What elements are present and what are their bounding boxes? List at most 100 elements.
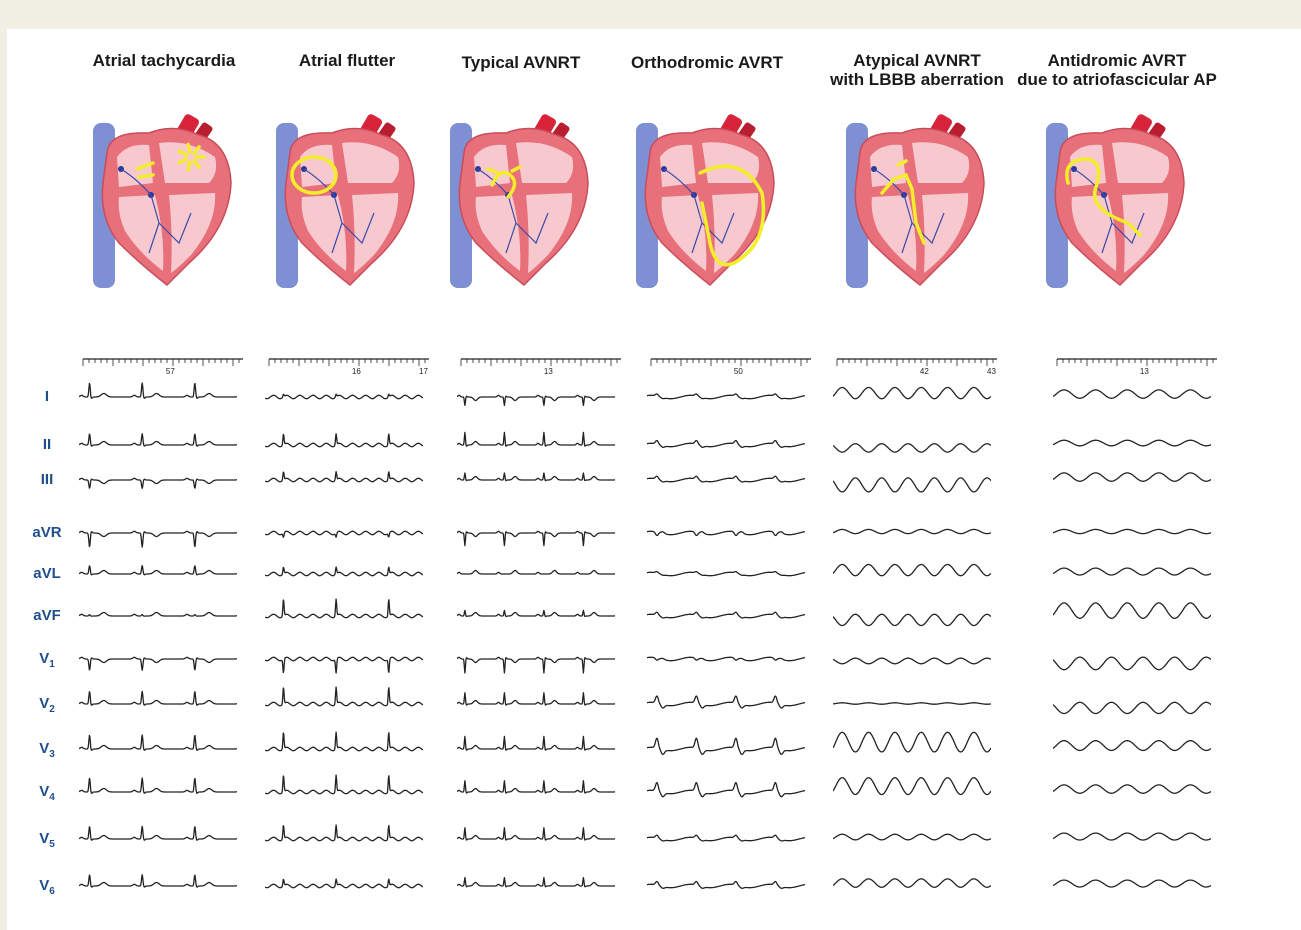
lead-subscript: 1	[49, 659, 55, 670]
ecg-trace	[833, 684, 991, 724]
ecg-trace	[265, 460, 423, 500]
ecg-trace	[1053, 684, 1211, 724]
lead-label: II	[7, 436, 87, 453]
ecg-trace	[1053, 460, 1211, 500]
ecg-trace	[265, 425, 423, 465]
ecg-trace	[79, 684, 237, 724]
lead-label: aVL	[7, 565, 87, 582]
ecg-trace	[833, 554, 991, 594]
ecg-trace	[647, 819, 805, 859]
ecg-trace	[79, 596, 237, 636]
lead-name: III	[41, 471, 54, 488]
lead-subscript: 5	[49, 839, 55, 850]
lead-name: I	[45, 388, 49, 405]
heart-diagram	[79, 113, 249, 303]
lead-label: V2	[7, 695, 87, 715]
lead-name: V	[39, 695, 49, 712]
ecg-trace	[265, 377, 423, 417]
ecg-trace	[1053, 513, 1211, 553]
lead-name: V	[39, 783, 49, 800]
lead-subscript: 3	[49, 749, 55, 760]
lead-label: V6	[7, 877, 87, 897]
ecg-trace	[79, 772, 237, 812]
ecg-trace	[457, 460, 615, 500]
ecg-trace	[79, 513, 237, 553]
lead-subscript: 4	[49, 792, 55, 803]
lead-name: V	[39, 830, 49, 847]
ecg-trace	[265, 596, 423, 636]
lead-label: I	[7, 388, 87, 405]
column-title-line2: due to atriofascicular AP	[1007, 70, 1227, 89]
lead-name: II	[43, 436, 51, 453]
ecg-trace	[833, 460, 991, 500]
timing-ruler: 13	[457, 355, 635, 377]
ecg-trace	[1053, 596, 1211, 636]
ecg-trace	[647, 866, 805, 906]
lead-name: aVR	[32, 524, 61, 541]
ruler-tick-label: 42	[920, 367, 929, 376]
ecg-trace	[79, 866, 237, 906]
ecg-trace	[1053, 729, 1211, 769]
ecg-trace	[457, 554, 615, 594]
ecg-trace	[79, 554, 237, 594]
lead-name: aVL	[33, 565, 61, 582]
ecg-trace	[457, 377, 615, 417]
ecg-trace	[647, 554, 805, 594]
ecg-trace	[1053, 866, 1211, 906]
ecg-trace	[647, 513, 805, 553]
lead-label: V3	[7, 740, 87, 760]
ecg-trace	[265, 639, 423, 679]
ecg-trace	[647, 772, 805, 812]
ecg-trace	[457, 772, 615, 812]
ecg-trace	[647, 460, 805, 500]
ecg-trace	[79, 639, 237, 679]
ecg-trace	[457, 729, 615, 769]
ecg-trace	[265, 554, 423, 594]
ecg-trace	[647, 425, 805, 465]
column-title-line1: Orthodromic AVRT	[597, 53, 817, 72]
ruler-tick-label: 57	[166, 367, 175, 376]
lead-subscript: 2	[49, 704, 55, 715]
lead-label: V5	[7, 830, 87, 850]
column-title-line1: Atypical AVNRT	[807, 51, 1027, 70]
column-title-line1: Antidromic AVRT	[1007, 51, 1227, 70]
ecg-trace	[833, 513, 991, 553]
ruler-tick-label: 13	[1140, 367, 1149, 376]
lead-label: III	[7, 471, 87, 488]
ecg-trace	[1053, 554, 1211, 594]
ecg-trace	[833, 772, 991, 812]
ecg-trace	[833, 729, 991, 769]
ecg-trace	[1053, 819, 1211, 859]
lead-subscript: 6	[49, 886, 55, 897]
lead-label: V4	[7, 783, 87, 803]
ecg-trace	[265, 772, 423, 812]
ecg-trace	[79, 819, 237, 859]
heart-diagram	[622, 113, 792, 303]
ecg-trace	[647, 729, 805, 769]
heart-diagram	[832, 113, 1002, 303]
ecg-trace	[79, 425, 237, 465]
timing-ruler: 13	[1053, 355, 1231, 377]
lead-name: aVF	[33, 607, 61, 624]
ruler-tick-label: 43	[987, 367, 996, 376]
ecg-trace	[79, 377, 237, 417]
ecg-trace	[265, 729, 423, 769]
ecg-trace	[833, 639, 991, 679]
ruler-tick-label: 50	[734, 367, 743, 376]
lead-name: V	[39, 650, 49, 667]
ecg-trace	[647, 596, 805, 636]
ecg-trace	[457, 596, 615, 636]
ecg-trace	[833, 596, 991, 636]
ecg-trace	[457, 513, 615, 553]
ecg-trace	[1053, 377, 1211, 417]
ecg-trace	[833, 377, 991, 417]
ecg-trace	[833, 425, 991, 465]
ecg-trace	[457, 819, 615, 859]
ruler-tick-label: 13	[544, 367, 553, 376]
ecg-trace	[1053, 772, 1211, 812]
ecg-trace	[1053, 425, 1211, 465]
